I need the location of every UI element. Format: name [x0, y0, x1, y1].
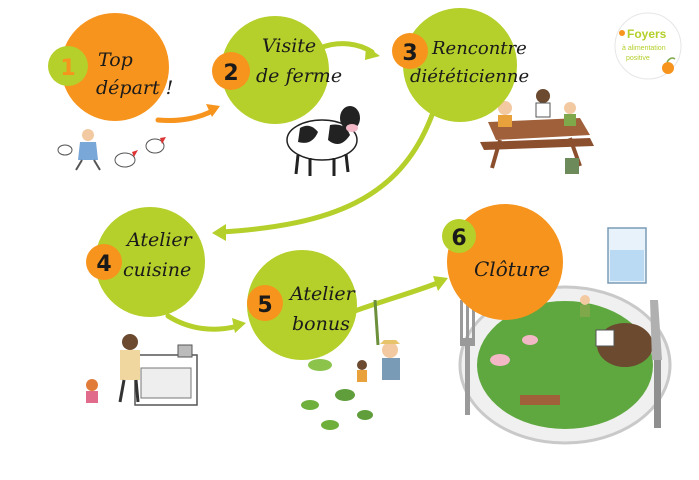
kitchen-illustration [86, 334, 198, 406]
arrow-1-to-2 [155, 107, 217, 123]
arrow-2-to-3 [317, 41, 375, 55]
step-1-title-line2: départ ! [96, 77, 173, 99]
step-3-number: 3 [402, 41, 417, 66]
knife [650, 300, 662, 428]
step-4-title-line1: Atelier [125, 229, 194, 251]
step-1-circle [61, 13, 169, 121]
logo-line2: à alimentation [622, 45, 666, 52]
step-4-circle [95, 207, 205, 317]
cow-illustration [286, 106, 360, 176]
step-1-number: 1 [60, 56, 75, 81]
fork [460, 300, 475, 415]
arrow-3-to-4-head [212, 224, 226, 241]
arrow-2-to-3-head [365, 46, 380, 60]
step-3-circle [403, 8, 517, 122]
arrow-5-to-6 [349, 279, 443, 315]
step-1: 1 Top départ ! [48, 13, 173, 121]
step-3-title-line2: diététicienne [410, 66, 529, 87]
step-5-badge [247, 285, 283, 321]
arrow-4-to-5 [165, 313, 241, 332]
step-6-number: 6 [451, 226, 466, 251]
arrow-5-to-6-head [433, 276, 448, 291]
logo-orange-icon [662, 62, 674, 74]
step-5-title-line1: Atelier [288, 283, 357, 305]
connectors [155, 41, 448, 333]
logo-name: Foyers [627, 27, 667, 41]
step-6-circle [447, 204, 563, 320]
step-2-number: 2 [223, 61, 238, 86]
picnic-table-illustration [480, 89, 594, 174]
step-5-number: 5 [257, 293, 272, 318]
step-4-title-line2: cuisine [123, 259, 191, 281]
step-4-badge [86, 244, 122, 280]
step-2-title-line2: de ferme [256, 65, 342, 87]
step-3: 3 Rencontre diététicienne [392, 8, 529, 122]
step-5-circle [247, 250, 357, 360]
step-2-badge [212, 52, 250, 90]
arrow-3-to-4 [219, 112, 435, 235]
step-2-title-line1: Visite [262, 35, 316, 57]
step-4: 4 Atelier cuisine [86, 207, 205, 317]
arrow-1-to-2-head [206, 104, 220, 117]
step-2-circle [221, 16, 329, 124]
logo-dot-icon [619, 30, 625, 36]
step-1-title-line1: Top [98, 49, 133, 71]
plate-illustration [458, 227, 672, 445]
step-5-title-line2: bonus [292, 313, 350, 335]
logo-line3: positive [626, 55, 650, 62]
step-4-number: 4 [96, 252, 111, 277]
step-6-badge [442, 219, 476, 253]
step-3-title-line1: Rencontre [431, 38, 527, 59]
arrow-4-to-5-head [232, 318, 246, 333]
children-chickens-illustration [57, 129, 166, 171]
step-3-badge [392, 33, 428, 69]
foyers-logo: Foyers à alimentation positive [614, 12, 682, 80]
step-2: 2 Visite de ferme [212, 16, 342, 124]
step-6-title-line1: Clôture [474, 257, 550, 281]
step-6: 6 Clôture [442, 204, 563, 320]
step-1-badge [48, 46, 88, 86]
step-5: 5 Atelier bonus [247, 250, 357, 360]
garden-illustration [301, 299, 400, 430]
